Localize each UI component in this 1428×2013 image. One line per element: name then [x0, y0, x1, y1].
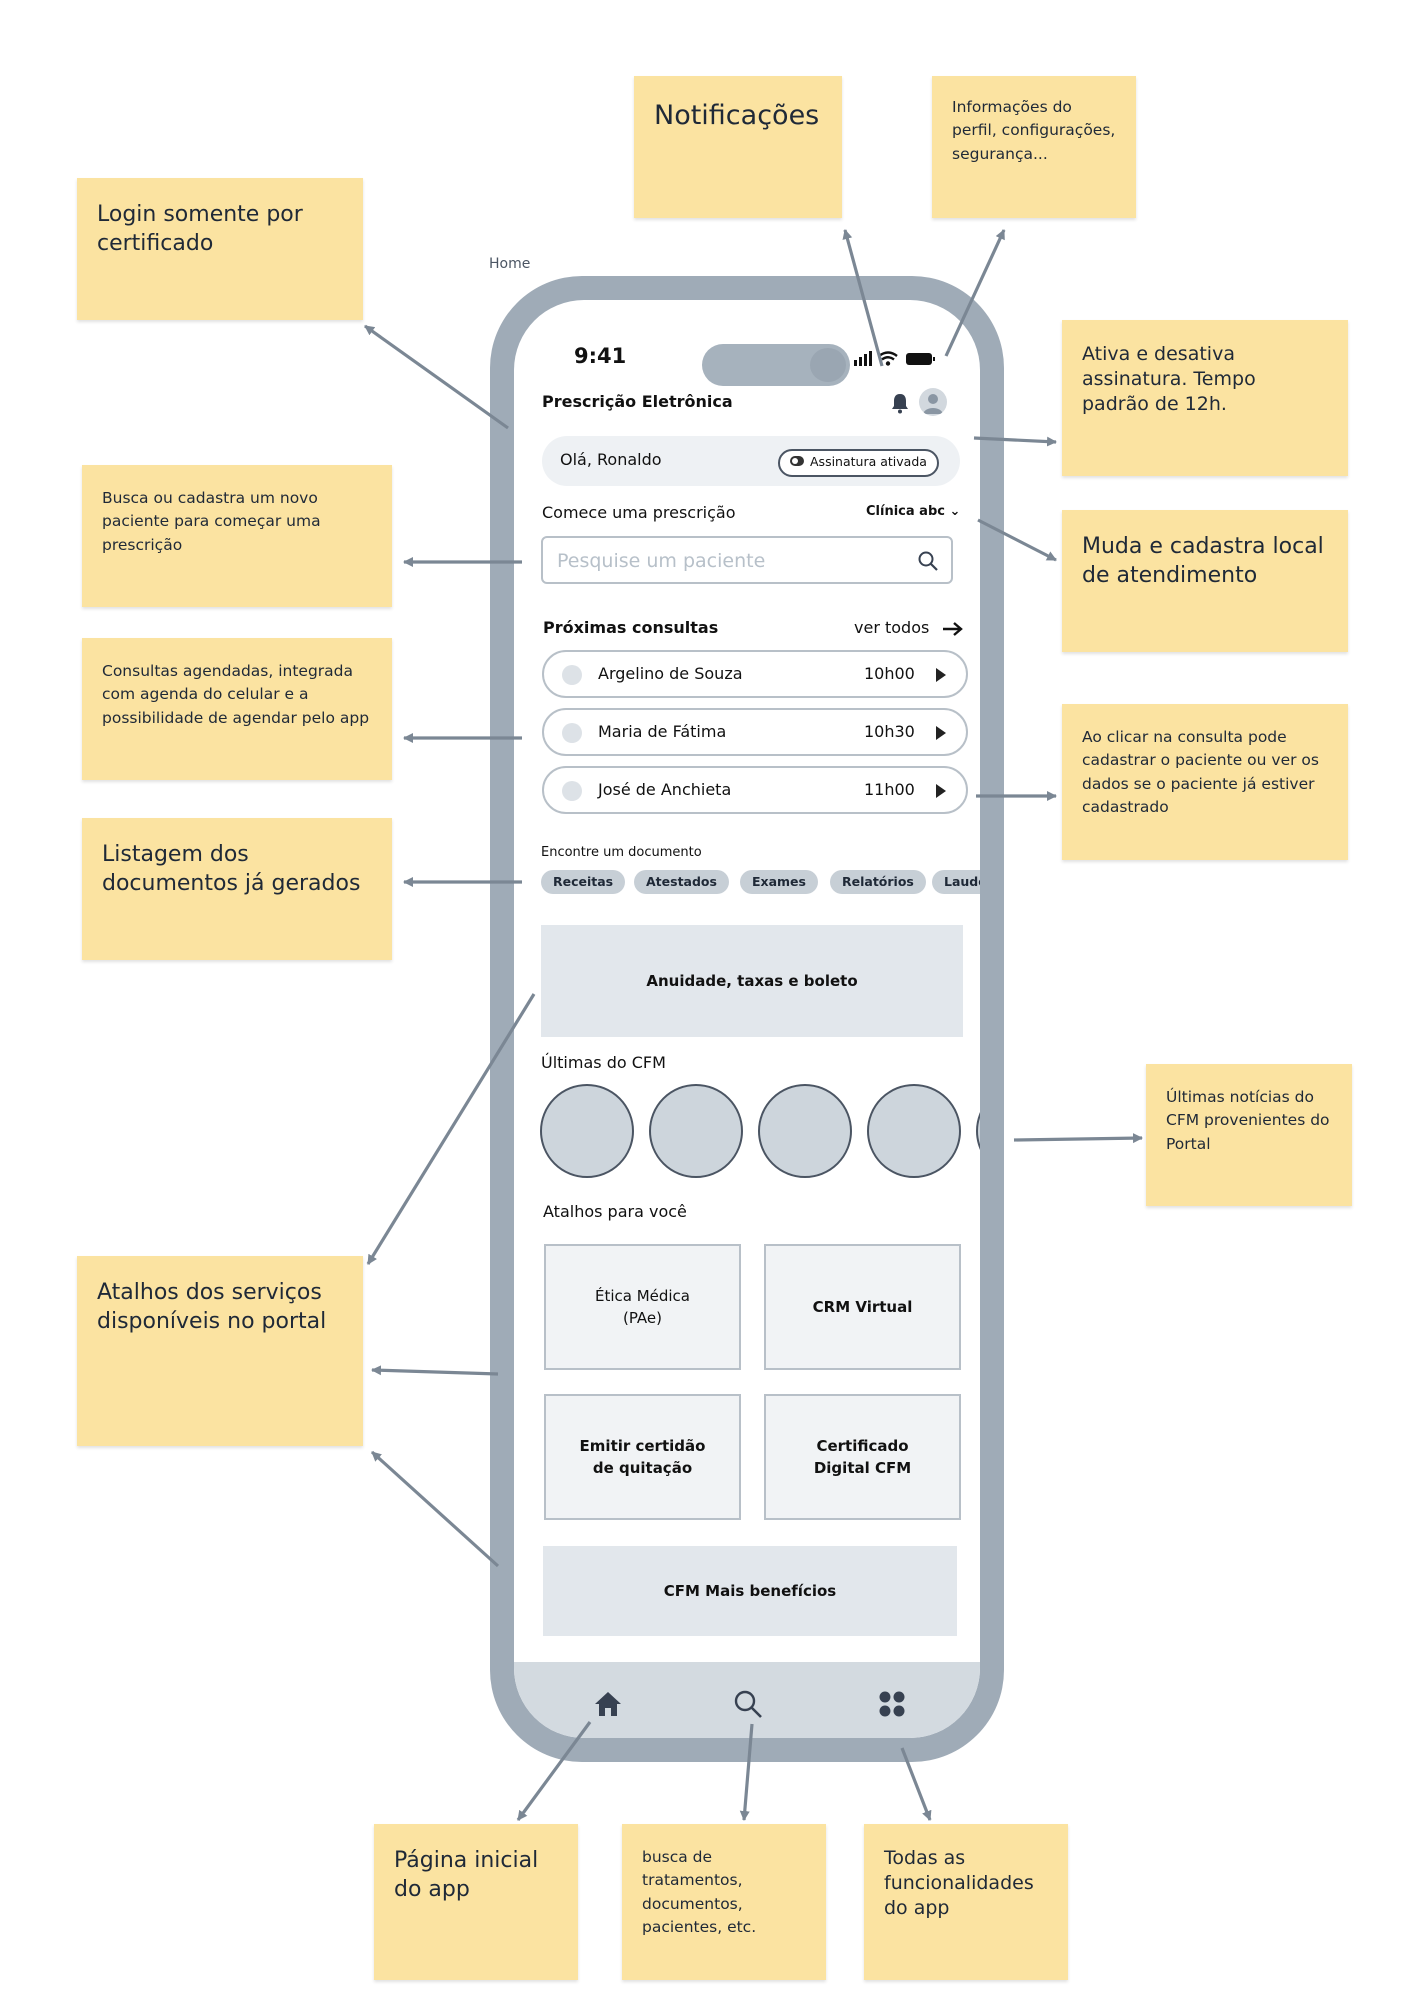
- status-time: 9:41: [574, 344, 627, 368]
- shortcut-certidao[interactable]: Emitir certidão de quitação: [544, 1394, 741, 1520]
- shortcut-line: CRM Virtual: [812, 1297, 913, 1316]
- next-appointments-title: Próximas consultas: [543, 618, 719, 637]
- note-all-features: Todas as funcionalidades do app: [864, 1824, 1068, 1980]
- shortcut-etica-medica[interactable]: Ética Médica (PAe): [544, 1244, 741, 1370]
- note-search-tab: busca de tratamentos, documentos, pacien…: [622, 1824, 826, 1980]
- home-icon: [595, 1692, 621, 1716]
- see-all-link[interactable]: ver todos: [854, 618, 964, 637]
- appointment-time: 10h00: [864, 664, 915, 683]
- start-prescription-label: Comece uma prescrição: [542, 503, 736, 522]
- shortcut-line: (PAe): [622, 1309, 662, 1327]
- shortcut-line: de quitação: [592, 1459, 693, 1477]
- tab-apps[interactable]: [872, 1684, 912, 1724]
- see-all-label: ver todos: [854, 618, 930, 637]
- appointment-time: 10h30: [864, 722, 915, 741]
- arrow-news: [1013, 1133, 1143, 1144]
- note-news: Últimas notícias do CFM provenientes do …: [1146, 1064, 1352, 1206]
- news-thumbnail[interactable]: [758, 1084, 852, 1178]
- search-placeholder: Pesquise um paciente: [557, 550, 766, 572]
- patient-avatar-icon: [562, 665, 582, 685]
- news-thumbnail[interactable]: [867, 1084, 961, 1178]
- arrow-profile: [944, 229, 1006, 357]
- news-thumbnail[interactable]: [540, 1084, 634, 1178]
- greeting-bar: Olá, Ronaldo Assinatura ativada: [542, 436, 960, 486]
- arrow-notifications: [842, 229, 884, 367]
- signature-toggle[interactable]: Assinatura ativada: [778, 449, 939, 477]
- grid-icon: [879, 1691, 905, 1717]
- latest-cfm-title: Últimas do CFM: [541, 1053, 666, 1072]
- phone-screen: 9:41 Prescrição Eletrônica Olá,: [514, 300, 980, 1738]
- avatar[interactable]: [919, 388, 947, 416]
- chip-atestados[interactable]: Atestados: [634, 870, 729, 894]
- patient-avatar-icon: [562, 781, 582, 801]
- appointment-name: José de Anchieta: [598, 780, 732, 799]
- shortcuts-title: Atalhos para você: [543, 1202, 687, 1221]
- toggle-icon: [790, 456, 804, 466]
- find-document-label: Encontre um documento: [541, 845, 702, 860]
- note-location: Muda e cadastra local de atendimento: [1062, 510, 1348, 652]
- play-icon: [936, 784, 946, 798]
- arrow-signature: [973, 436, 1057, 447]
- status-icons: [854, 350, 940, 372]
- chip-exames[interactable]: Exames: [740, 870, 818, 894]
- note-profile: Informações do perfil, configurações, se…: [932, 76, 1136, 218]
- arrow-fees: [366, 993, 536, 1265]
- tab-search[interactable]: [728, 1684, 768, 1724]
- shortcut-line: Ética Médica: [594, 1286, 691, 1305]
- play-icon: [936, 726, 946, 740]
- benefits-banner[interactable]: CFM Mais benefícios: [543, 1546, 957, 1636]
- greeting-text: Olá, Ronaldo: [560, 450, 662, 469]
- note-search-patient: Busca ou cadastra um novo paciente para …: [82, 465, 392, 607]
- appointment-name: Argelino de Souza: [598, 664, 743, 683]
- camera-icon: [810, 348, 846, 382]
- search-icon: [734, 1690, 762, 1718]
- shortcut-crm-virtual[interactable]: CRM Virtual: [764, 1244, 961, 1370]
- appointment-row[interactable]: Maria de Fátima 10h30: [542, 708, 968, 756]
- note-documents: Listagem dos documentos já gerados: [82, 818, 392, 960]
- appointment-row[interactable]: José de Anchieta 11h00: [542, 766, 968, 814]
- app-title: Prescrição Eletrônica: [542, 392, 733, 411]
- note-notifications: Notificações: [634, 76, 842, 218]
- shortcut-line: Certificado: [816, 1436, 909, 1455]
- note-appointments: Consultas agendadas, integrada com agend…: [82, 638, 392, 780]
- phone-frame: 9:41 Prescrição Eletrônica Olá,: [490, 276, 1004, 1762]
- arrow-login: [364, 324, 509, 430]
- chip-laudos[interactable]: Laudos: [932, 870, 980, 894]
- bell-icon[interactable]: [890, 392, 910, 414]
- signal-wifi-battery-icon: [854, 351, 935, 366]
- note-signature: Ativa e desativa assinatura. Tempo padrã…: [1062, 320, 1348, 476]
- play-icon: [936, 668, 946, 682]
- user-icon: [923, 394, 943, 414]
- note-appointment-click: Ao clicar na consulta pode cadastrar o p…: [1062, 704, 1348, 860]
- appointment-name: Maria de Fátima: [598, 722, 727, 741]
- fees-banner[interactable]: Anuidade, taxas e boleto: [541, 925, 963, 1037]
- note-shortcuts: Atalhos dos serviços disponíveis no port…: [77, 1256, 363, 1446]
- arrow-location: [977, 518, 1057, 562]
- patient-search-input[interactable]: Pesquise um paciente: [541, 536, 953, 584]
- arrow-all-features: [900, 1747, 932, 1821]
- appointment-time: 11h00: [864, 780, 915, 799]
- arrow-benefits: [370, 1450, 500, 1568]
- arrow-home: [516, 1721, 592, 1821]
- search-icon: [917, 550, 939, 576]
- tab-bar: [514, 1662, 980, 1738]
- clinic-selector[interactable]: Clínica abc ⌄: [866, 504, 961, 519]
- shortcut-line: Digital CFM: [813, 1459, 912, 1477]
- note-login: Login somente por certificado: [77, 178, 363, 320]
- tab-home[interactable]: [588, 1684, 628, 1724]
- arrow-shortcuts: [371, 1365, 499, 1376]
- news-thumbnail[interactable]: [649, 1084, 743, 1178]
- note-home: Página inicial do app: [374, 1824, 578, 1980]
- signature-toggle-label: Assinatura ativada: [810, 454, 927, 469]
- shortcut-line: Emitir certidão: [579, 1436, 706, 1455]
- appointment-row[interactable]: Argelino de Souza 10h00: [542, 650, 968, 698]
- patient-avatar-icon: [562, 723, 582, 743]
- arrow-search-tab: [739, 1723, 754, 1821]
- page-label: Home: [489, 256, 531, 272]
- chip-receitas[interactable]: Receitas: [541, 870, 626, 894]
- chip-relatorios[interactable]: Relatórios: [830, 870, 926, 894]
- arrow-right-icon: [943, 621, 964, 636]
